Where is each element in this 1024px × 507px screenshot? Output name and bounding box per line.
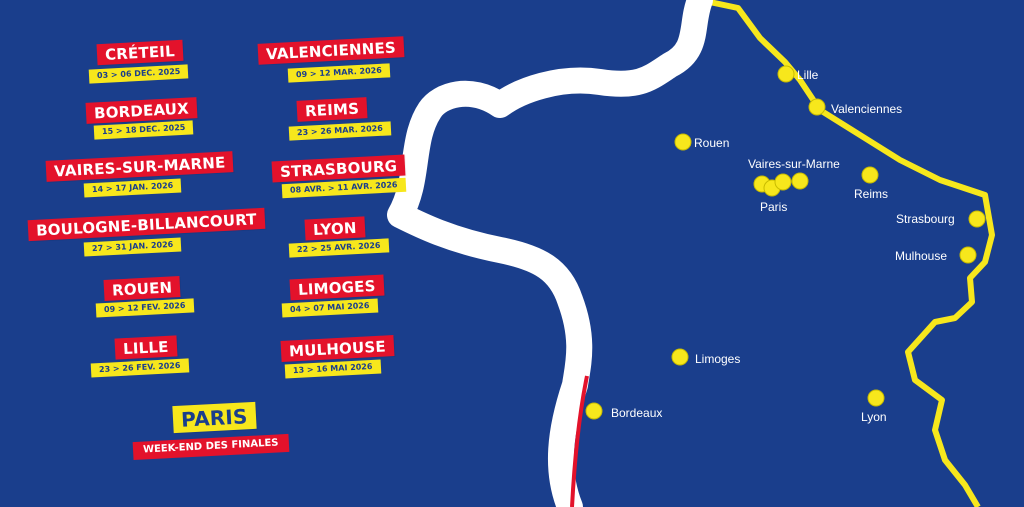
stop-reims[interactable]: REIMS 23 > 26 MAR. 2026 bbox=[288, 97, 392, 141]
map-label-strasbourg: Strasbourg bbox=[896, 212, 955, 226]
map-label-limoges: Limoges bbox=[695, 352, 741, 366]
coastline-white bbox=[387, 0, 713, 507]
map-label-valenciennes: Valenciennes bbox=[831, 102, 903, 116]
stop-name: LYON bbox=[304, 216, 366, 241]
france-border-yellow bbox=[699, 0, 995, 507]
stop-limoges[interactable]: LIMOGES 04 > 07 MAI 2026 bbox=[281, 274, 385, 318]
stop-valenciennes[interactable]: VALENCIENNES 09 > 12 MAR. 2026 bbox=[257, 36, 405, 83]
marker-strasbourg[interactable] bbox=[968, 210, 986, 228]
map-label-mulhouse: Mulhouse bbox=[895, 249, 948, 263]
map-label-lyon: Lyon bbox=[861, 410, 887, 424]
coastline-red bbox=[570, 375, 589, 507]
stop-boulogne[interactable]: BOULOGNE-BILLANCOURT 27 > 31 JAN. 2026 bbox=[27, 207, 266, 257]
final-name: PARIS bbox=[172, 401, 257, 434]
marker-reims[interactable] bbox=[861, 166, 879, 184]
stop-creteil[interactable]: CRÉTEIL 03 > 06 DEC. 2025 bbox=[88, 39, 189, 84]
final-paris[interactable]: PARIS WEEK-END DES FINALES bbox=[132, 401, 289, 461]
map-label-reims: Reims bbox=[854, 187, 889, 201]
marker-lyon[interactable] bbox=[867, 389, 885, 407]
map-label-vaires: Vaires-sur-Marne bbox=[748, 157, 840, 171]
map-label-bordeaux: Bordeaux bbox=[611, 406, 663, 420]
map-label-paris: Paris bbox=[760, 200, 788, 214]
stop-lille[interactable]: LILLE 23 > 26 FEV. 2026 bbox=[90, 335, 189, 378]
stop-name: VALENCIENNES bbox=[257, 36, 405, 65]
map-label-rouen: Rouen bbox=[694, 136, 730, 150]
stop-name: LILLE bbox=[114, 335, 178, 360]
stop-lyon[interactable]: LYON 22 > 25 AVR. 2026 bbox=[288, 216, 389, 258]
stop-name: CRÉTEIL bbox=[96, 39, 184, 66]
marker-paris-3[interactable] bbox=[774, 173, 792, 191]
marker-rouen[interactable] bbox=[674, 133, 692, 151]
marker-bordeaux[interactable] bbox=[585, 402, 603, 420]
stop-mulhouse[interactable]: MULHOUSE 13 > 16 MAI 2026 bbox=[280, 335, 395, 379]
stop-name: LIMOGES bbox=[289, 274, 385, 301]
stop-name: MULHOUSE bbox=[280, 335, 395, 362]
marker-lille[interactable] bbox=[777, 65, 795, 83]
stop-name: BORDEAUX bbox=[85, 97, 198, 124]
stop-vaires[interactable]: VAIRES-SUR-MARNE 14 > 17 JAN. 2026 bbox=[45, 151, 234, 198]
stop-rouen[interactable]: ROUEN 09 > 12 FEV. 2026 bbox=[95, 276, 194, 318]
stop-name: ROUEN bbox=[103, 276, 181, 301]
marker-mulhouse[interactable] bbox=[959, 246, 977, 264]
marker-limoges[interactable] bbox=[671, 348, 689, 366]
marker-valenciennes[interactable] bbox=[808, 98, 826, 116]
map-label-lille: Lille bbox=[797, 68, 819, 82]
markers bbox=[585, 65, 986, 420]
stop-strasbourg[interactable]: STRASBOURG 08 AVR. > 11 AVR. 2026 bbox=[271, 154, 406, 199]
stop-name: REIMS bbox=[296, 97, 368, 122]
marker-vaires[interactable] bbox=[791, 172, 809, 190]
stop-bordeaux[interactable]: BORDEAUX 15 > 18 DEC. 2025 bbox=[85, 97, 198, 140]
